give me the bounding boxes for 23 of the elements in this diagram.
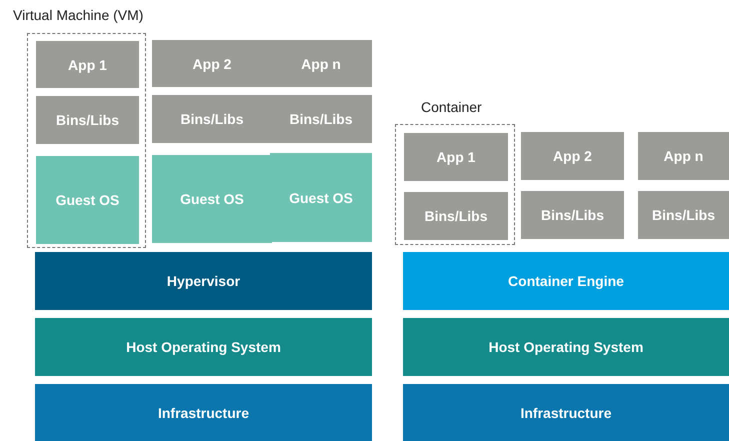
group-heading: Container xyxy=(421,99,482,115)
stack-layer-block: Guest OS xyxy=(270,153,372,242)
stack-layer-block: Hypervisor xyxy=(35,252,372,310)
stack-layer-block: App n xyxy=(270,40,372,87)
stack-layer-block: Bins/Libs xyxy=(152,95,272,143)
stack-layer-block: Guest OS xyxy=(36,156,139,244)
stack-layer-block: Bins/Libs xyxy=(638,191,729,239)
stack-layer-block: Bins/Libs xyxy=(36,96,139,144)
stack-layer-block: App 2 xyxy=(521,132,624,180)
group-heading: Virtual Machine (VM) xyxy=(13,7,144,23)
stack-layer-block: Container Engine xyxy=(403,252,729,310)
stack-layer-block: Guest OS xyxy=(152,155,272,243)
stack-layer-block: Host Operating System xyxy=(403,318,729,376)
stack-layer-block: Bins/Libs xyxy=(270,95,372,143)
stack-layer-block: Infrastructure xyxy=(35,384,372,441)
stack-layer-block: Bins/Libs xyxy=(404,192,508,240)
stack-layer-block: Infrastructure xyxy=(403,384,729,441)
stack-layer-block: App 2 xyxy=(152,40,272,87)
stack-layer-block: App 1 xyxy=(36,41,139,88)
stack-layer-block: Bins/Libs xyxy=(521,191,624,239)
stack-layer-block: Host Operating System xyxy=(35,318,372,376)
stack-layer-block: App n xyxy=(638,132,729,180)
stack-layer-block: App 1 xyxy=(404,133,508,181)
